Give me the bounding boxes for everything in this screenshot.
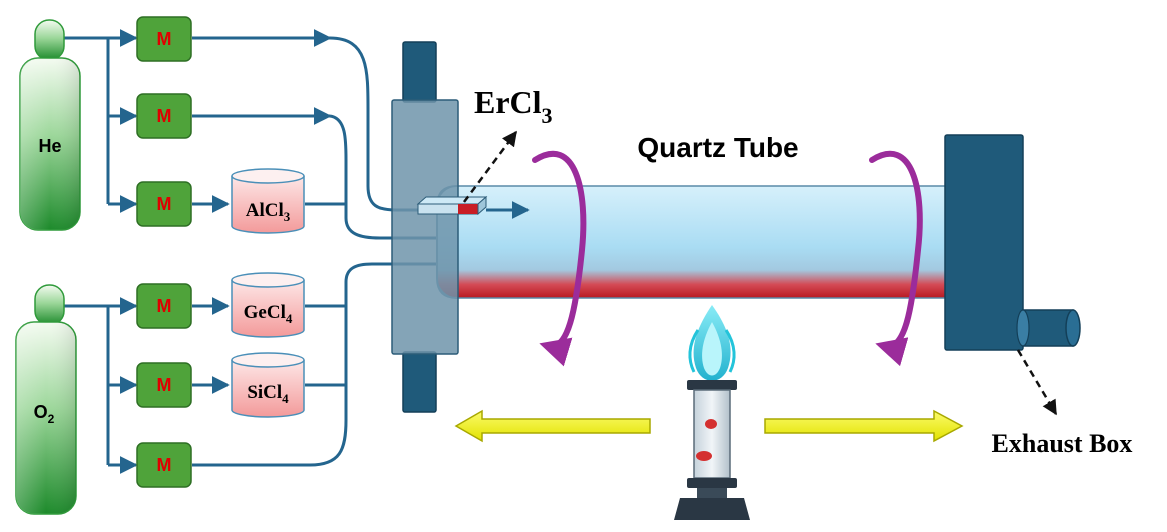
svg-text:M: M	[157, 375, 172, 395]
svg-text:SiCl4: SiCl4	[247, 382, 289, 406]
mfc-2: M	[136, 93, 192, 139]
svg-text:M: M	[157, 106, 172, 126]
rotation-arrow-left	[532, 150, 587, 367]
svg-text:M: M	[157, 296, 172, 316]
quartz-tube	[436, 185, 978, 299]
svg-text:M: M	[157, 29, 172, 49]
mfc-6: M	[136, 442, 192, 488]
exhaust-label: Exhaust Box	[992, 429, 1133, 458]
svg-text:M: M	[157, 455, 172, 475]
bubbler-sicl4: SiCl4	[231, 352, 305, 418]
svg-text:GeCl4: GeCl4	[244, 302, 293, 326]
bubbler-alcl3: AlCl3	[231, 168, 305, 234]
ercl3-label: ErCl3	[474, 84, 553, 128]
mfc-5: M	[136, 362, 192, 408]
mfc-1: M	[136, 16, 192, 62]
rotation-arrow-right	[869, 150, 923, 367]
exhaust-box	[944, 134, 1081, 351]
he-label: He	[38, 136, 61, 156]
chuck-assembly	[391, 41, 459, 413]
o2-label: O2	[34, 402, 55, 426]
quartz-tube-label: Quartz Tube	[637, 132, 798, 163]
burner-icon	[674, 305, 750, 520]
exhaust-pointer	[1016, 349, 1058, 416]
traverse-arrow-right	[764, 409, 964, 443]
bubbler-gecl4: GeCl4	[231, 272, 305, 338]
traverse-arrow-left	[454, 409, 651, 443]
ercl3-boat	[416, 195, 488, 216]
svg-text:M: M	[157, 194, 172, 214]
mfc-4: M	[136, 283, 192, 329]
svg-text:AlCl3: AlCl3	[246, 200, 291, 224]
mfc-3: M	[136, 181, 192, 227]
ercl3-pointer	[462, 130, 518, 203]
he-cylinder: He	[19, 19, 81, 231]
o2-cylinder: O2	[15, 284, 77, 515]
gas-lines	[64, 29, 530, 474]
